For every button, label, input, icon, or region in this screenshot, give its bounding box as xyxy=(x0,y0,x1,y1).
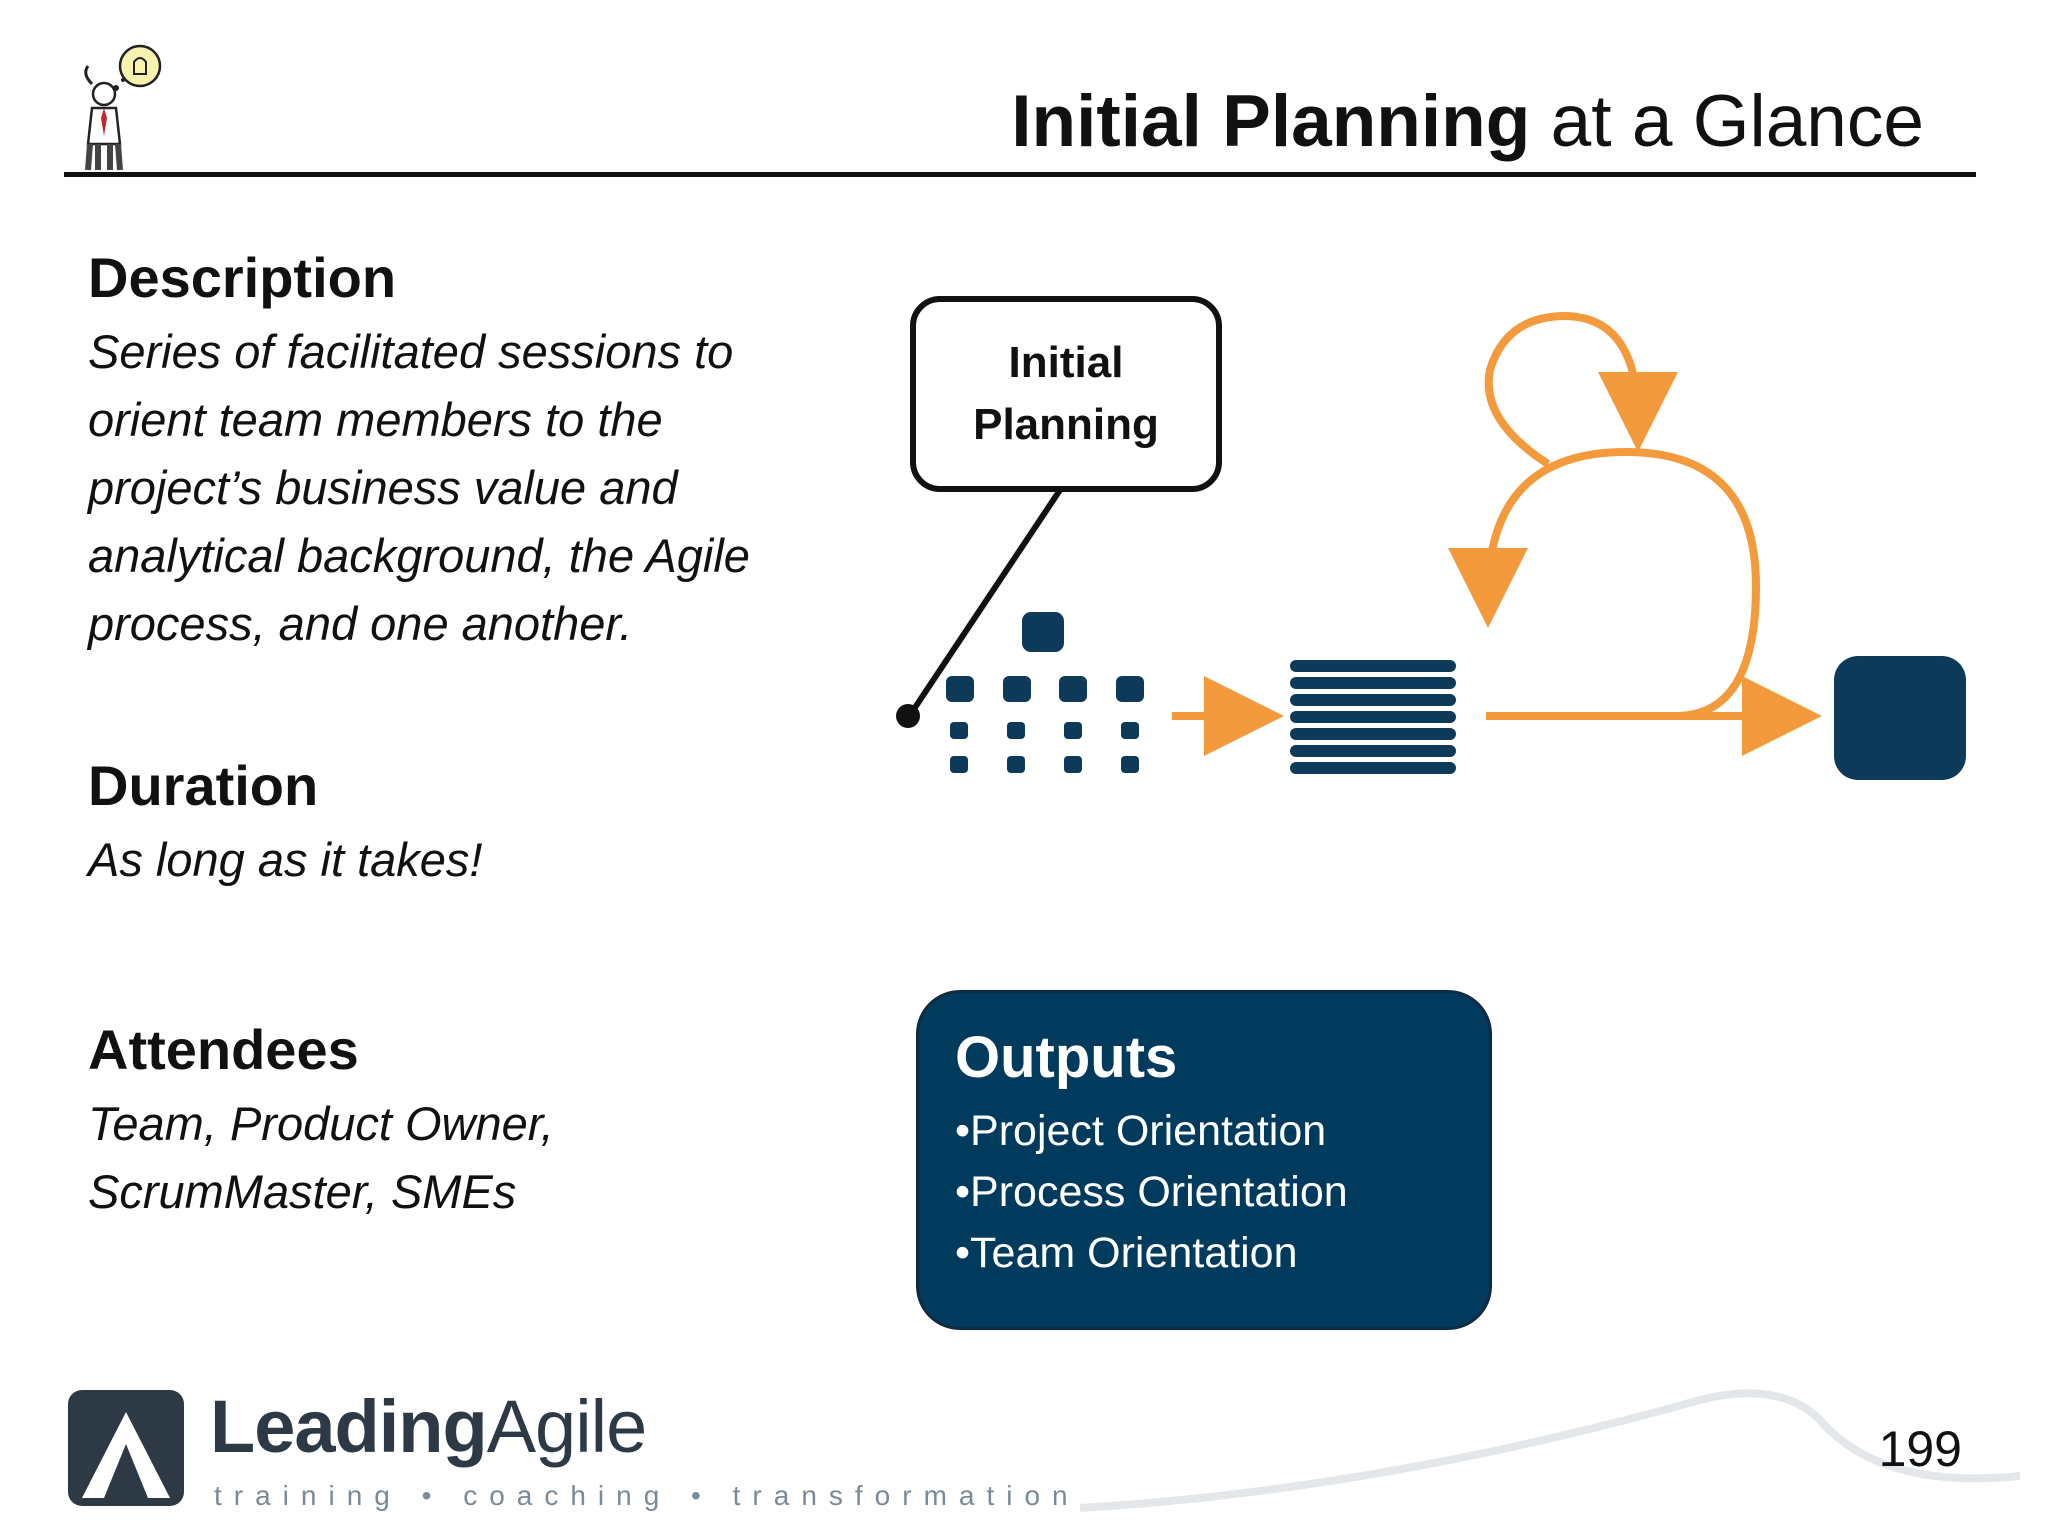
backlog-stack-icon xyxy=(1290,660,1456,774)
attendees-text: Team, Product Owner, ScrumMaster, SMEs xyxy=(88,1097,554,1218)
description-heading: Description xyxy=(88,246,397,309)
deliverable-block-icon xyxy=(1834,656,1966,780)
presenter-lightbulb-icon xyxy=(84,44,162,171)
attendees-heading: Attendees xyxy=(88,1018,359,1081)
outputs-list: •Project Orientation •Process Orientatio… xyxy=(955,1101,1453,1284)
description-text: Series of facilitated sessions to orient… xyxy=(88,325,750,650)
slide-title: Initial Planning at a Glance xyxy=(1011,81,1924,162)
slide-title-rest: at a Glance xyxy=(1530,81,1924,162)
output-item: •Process Orientation xyxy=(955,1168,1348,1216)
output-item: •Project Orientation xyxy=(955,1107,1327,1155)
page-number: 199 xyxy=(1878,1421,1962,1477)
footer-swoosh xyxy=(1080,1389,2020,1512)
title-divider xyxy=(64,172,1976,177)
duration-heading: Duration xyxy=(88,754,319,817)
company-name: LeadingAgile xyxy=(210,1385,648,1468)
company-name-bold: Leading xyxy=(210,1385,488,1468)
company-tagline: training • coaching • transformation xyxy=(214,1480,1080,1511)
callout-label: Initial Planning xyxy=(973,338,1159,449)
callout-pointer xyxy=(896,488,1063,728)
team-hierarchy-icon xyxy=(946,612,1144,773)
slide-title-bold: Initial Planning xyxy=(1011,81,1531,162)
outputs-panel: Outputs •Project Orientation •Process Or… xyxy=(916,990,1492,1330)
leadingagile-logo-icon xyxy=(68,1390,184,1506)
initial-planning-callout: Initial Planning xyxy=(910,296,1222,492)
duration-text: As long as it takes! xyxy=(88,833,483,886)
agile-process-diagram xyxy=(896,311,1966,780)
output-item: •Team Orientation xyxy=(955,1229,1298,1277)
outputs-title: Outputs xyxy=(955,1025,1178,1090)
iteration-loop-icon xyxy=(1448,311,1761,720)
company-name-rest: Agile xyxy=(486,1385,648,1468)
